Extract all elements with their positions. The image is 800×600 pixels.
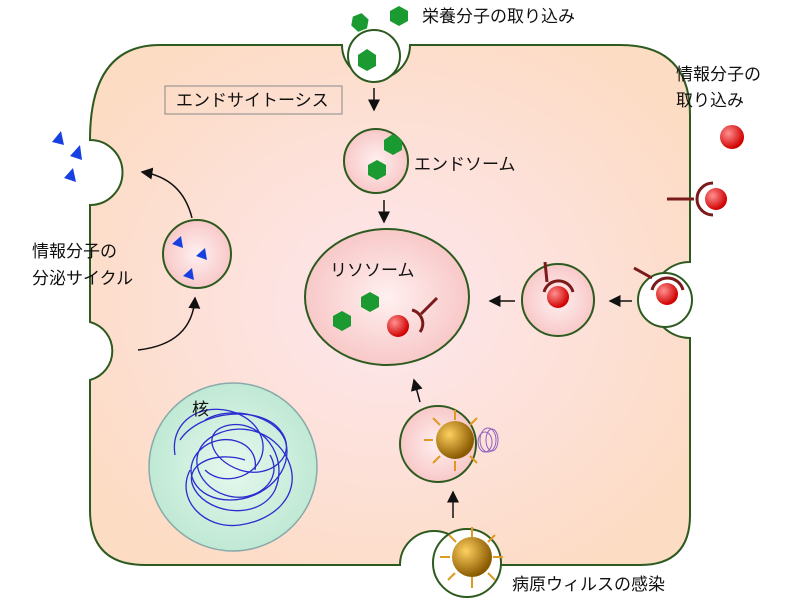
virus: [452, 537, 492, 577]
secreted-molecule: [52, 131, 64, 145]
secretion-label-line2: 分泌サイクル: [32, 269, 133, 289]
nutrient-molecule: [333, 311, 351, 331]
receptor-stalk: [633, 266, 653, 280]
receptor: [695, 181, 714, 217]
info-uptake-label-line1: 情報分子の: [676, 65, 761, 85]
receptor: [650, 276, 685, 291]
endocytosis-label-box: [164, 85, 343, 115]
virus-spikes: [440, 527, 503, 588]
nutrient-molecule: [368, 160, 386, 180]
nutrient-molecule: [384, 134, 402, 155]
info-molecule: [656, 283, 678, 305]
secreted-molecule: [172, 236, 183, 248]
receptor: [411, 308, 425, 333]
viral-rna: [477, 427, 499, 453]
lysosome-label: リソソーム: [330, 261, 415, 281]
info-molecule: [547, 286, 569, 308]
info-molecule: [720, 125, 744, 149]
secreted-molecule: [183, 268, 194, 280]
receptor: [542, 279, 575, 293]
info-uptake-label-line2: 取り込み: [676, 91, 744, 111]
info-molecule: [705, 188, 727, 210]
endosome-label: エンドソーム: [414, 155, 516, 175]
receptor-stalk: [543, 261, 549, 283]
secretion-vesicle: [162, 219, 232, 289]
endocytosis-label: エンドサイトーシス: [176, 91, 329, 111]
nutrient-molecule: [361, 292, 379, 312]
receptor-stalk: [419, 296, 439, 316]
arrow-secretion-in: [137, 296, 201, 351]
info-molecule: [387, 315, 409, 337]
secretion-label-line1: 情報分子の: [32, 242, 117, 262]
nutrient-uptake-label: 栄養分子の取り込み: [422, 7, 575, 27]
arrow-secretion-out: [140, 167, 193, 219]
arrow-virus-vesicle-to-lysosome: [410, 378, 423, 403]
virus-infection-label: 病原ウィルスの感染: [512, 575, 665, 595]
nutrient-molecule: [358, 49, 376, 71]
nutrient-molecule: [390, 6, 408, 26]
nucleus-label: 核: [192, 400, 209, 420]
secreted-molecule: [70, 145, 82, 160]
secreted-molecule: [64, 168, 76, 182]
virus: [436, 421, 474, 459]
lysosome: [304, 228, 470, 366]
nutrient-molecule: [351, 13, 369, 32]
virus-spikes: [424, 410, 478, 471]
chromatin: [173, 408, 293, 527]
secreted-molecule: [196, 248, 207, 260]
